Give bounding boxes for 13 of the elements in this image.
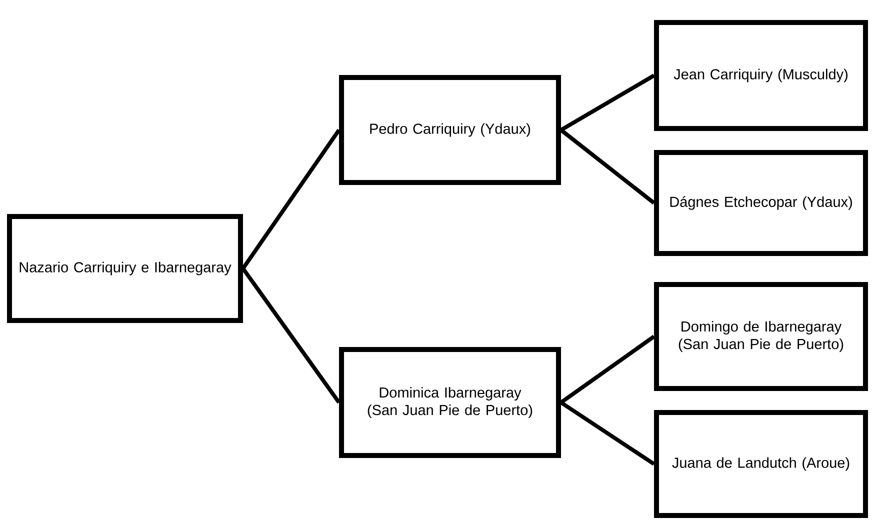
connector-line xyxy=(241,128,341,270)
connector-line xyxy=(560,128,656,205)
person-box: Pedro Carriquiry (Ydaux) xyxy=(339,75,561,185)
person-box: Nazario Carriquiry e Ibarnegaray xyxy=(7,214,243,323)
person-box: Dágnes Etchecopar (Ydaux) xyxy=(654,150,868,256)
connector-line xyxy=(560,74,656,132)
connector-line xyxy=(241,267,341,404)
person-box: Dominica Ibarnegaray (San Juan Pie de Puerto) xyxy=(339,347,561,458)
connector-line xyxy=(560,400,656,466)
person-box: Juana de Landutch (Aroue) xyxy=(654,410,868,518)
person-box: Jean Carriquiry (Musculdy) xyxy=(654,20,868,131)
connector-line xyxy=(560,334,656,404)
person-box: Domingo de Ibarnegaray (San Juan Pie de Puerto) xyxy=(654,282,868,391)
